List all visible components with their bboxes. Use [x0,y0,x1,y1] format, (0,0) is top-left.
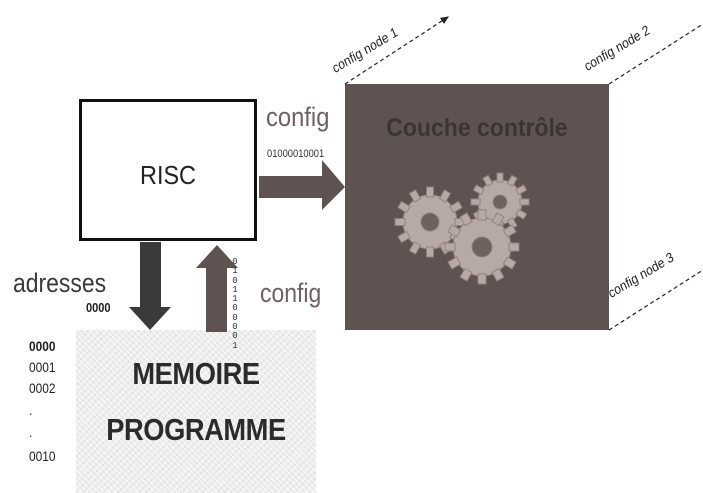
adresses-value: 0000 [86,300,111,315]
address-arrow-down [129,242,171,330]
control-layer-box: Couche contrôle [345,84,609,330]
risc-label: RISC [140,160,196,190]
address-1: 0001 [29,359,56,375]
config-arrow-up [196,245,238,332]
address-4: . [29,424,33,440]
gears-icon [394,172,530,285]
config-out-bits: 01000010001 [267,148,325,160]
memory-title-line2: PROGRAMME [106,412,286,447]
risc-box: RISC [79,99,257,241]
address-3: . [29,402,33,418]
adresses-label: adresses [13,268,107,298]
node3-dashed-line [608,269,703,331]
memory-box: MEMOIRE PROGRAMME [76,330,316,493]
config-in-label: config [260,278,322,308]
address-0: 0000 [29,338,56,354]
memory-title-line1: MEMOIRE [132,356,260,391]
control-layer-title: Couche contrôle [386,114,568,142]
config-in-bits: 0101100001 [232,257,238,351]
address-2: 0002 [29,380,56,396]
node2-dashed-line [608,23,703,85]
config-out-label: config [266,102,330,132]
config-arrow-right [259,160,345,210]
address-5: 0010 [29,448,56,464]
